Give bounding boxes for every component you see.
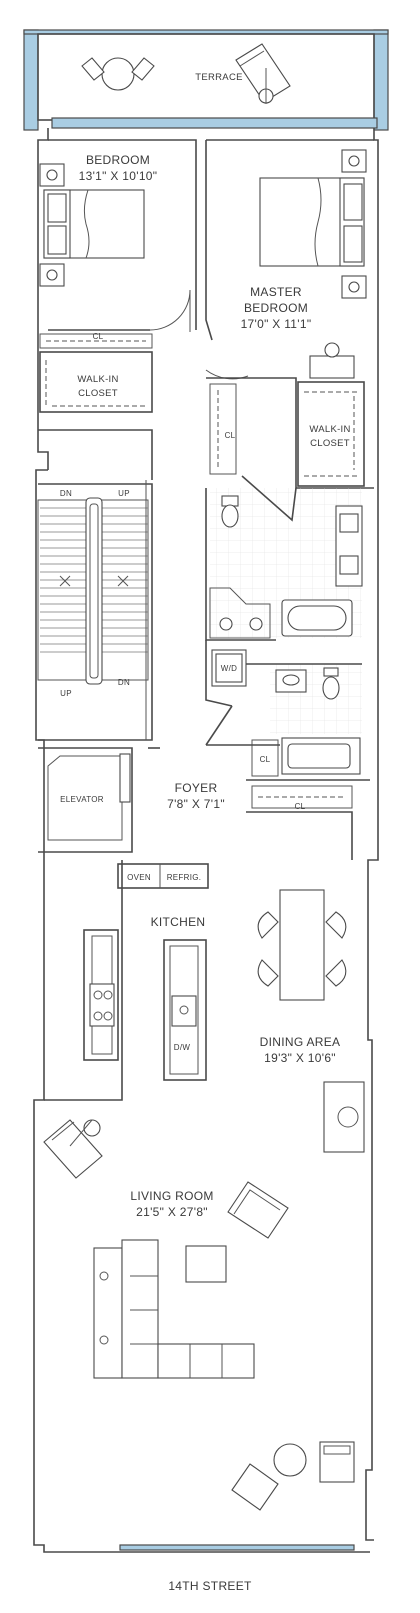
bistro-table bbox=[81, 57, 155, 91]
sectional-sofa bbox=[93, 1239, 255, 1379]
master-bedroom: MASTER BEDROOM 17'0" X 11'1" WALK-IN CLO… bbox=[205, 139, 374, 489]
foyer-size: 7'8" X 7'1" bbox=[167, 797, 225, 811]
master-name-line1: MASTER bbox=[250, 285, 302, 299]
second-bath: W/D CL CL bbox=[205, 640, 370, 860]
walkin-closet-right-line2: CLOSET bbox=[310, 438, 350, 449]
bedroom: BEDROOM 13'1" X 10'10" CL WALK-IN CLOSET bbox=[38, 139, 197, 480]
lounge-chair bbox=[235, 43, 291, 104]
bedroom-closet-label: CL bbox=[93, 332, 104, 341]
kitchen: OVEN REFRIG. KITCHEN D/W bbox=[83, 863, 209, 1081]
terrace-glass-left bbox=[23, 29, 39, 131]
master-name-line2: BEDROOM bbox=[244, 301, 308, 315]
refrigerator-label: REFRIG. bbox=[167, 873, 202, 882]
stair-dn-top: DN bbox=[60, 489, 72, 498]
bath-closet-label: CL bbox=[260, 755, 271, 764]
dishwasher-label: D/W bbox=[174, 1043, 191, 1052]
master-bath bbox=[205, 475, 363, 641]
stair-core: DN UP UP DN bbox=[37, 480, 153, 741]
elevator: ELEVATOR bbox=[38, 747, 133, 853]
sink-icon bbox=[171, 995, 197, 1027]
washer-dryer-label: W/D bbox=[221, 664, 237, 673]
street-label: 14TH STREET bbox=[168, 1579, 252, 1593]
foyer-name: FOYER bbox=[175, 781, 218, 795]
front-windows bbox=[119, 1544, 355, 1551]
walkin-closet-right-line1: WALK-IN bbox=[309, 424, 350, 435]
foyer-closet-label: CL bbox=[295, 802, 306, 811]
oven-label: OVEN bbox=[127, 873, 151, 882]
armchair-lamp bbox=[43, 1119, 103, 1179]
dining-area: DINING AREA 19'3" X 10'6" bbox=[257, 889, 365, 1153]
stair-treads bbox=[40, 507, 148, 653]
terrace-glass-bottom bbox=[51, 117, 378, 129]
master-size: 17'0" X 11'1" bbox=[241, 317, 312, 331]
living-size: 21'5" X 27'8" bbox=[136, 1205, 208, 1219]
stair-dn-bottom: DN bbox=[118, 678, 130, 687]
cooktop-icon bbox=[89, 983, 115, 1027]
dining-size: 19'3" X 10'6" bbox=[264, 1051, 336, 1065]
terrace-label: TERRACE bbox=[195, 72, 243, 83]
stair-up-top: UP bbox=[118, 489, 130, 498]
dining-table bbox=[257, 889, 347, 1001]
bedroom-name: BEDROOM bbox=[86, 153, 150, 167]
bedroom-size: 13'1" X 10'10" bbox=[79, 169, 158, 183]
bedroom-bed bbox=[39, 163, 145, 287]
elevator-label: ELEVATOR bbox=[60, 795, 104, 804]
master-bed bbox=[259, 149, 367, 299]
terrace-glass-right bbox=[373, 29, 389, 131]
kitchen-name: KITCHEN bbox=[151, 915, 206, 929]
corner-chairs bbox=[231, 1441, 355, 1511]
stair-up-bottom: UP bbox=[60, 689, 72, 698]
foyer: FOYER 7'8" X 7'1" bbox=[148, 747, 225, 811]
living-armchair bbox=[227, 1181, 289, 1239]
walkin-closet-left-line1: WALK-IN bbox=[77, 374, 118, 385]
walkin-closet-left-line2: CLOSET bbox=[78, 388, 118, 399]
terrace: TERRACE bbox=[23, 29, 389, 131]
living-name: LIVING ROOM bbox=[130, 1189, 213, 1203]
dining-name: DINING AREA bbox=[260, 1035, 341, 1049]
coffee-table bbox=[185, 1245, 227, 1283]
master-closet-label: CL bbox=[225, 431, 236, 440]
outer-walls bbox=[33, 128, 379, 1553]
living-room: LIVING ROOM 21'5" X 27'8" bbox=[43, 860, 355, 1511]
